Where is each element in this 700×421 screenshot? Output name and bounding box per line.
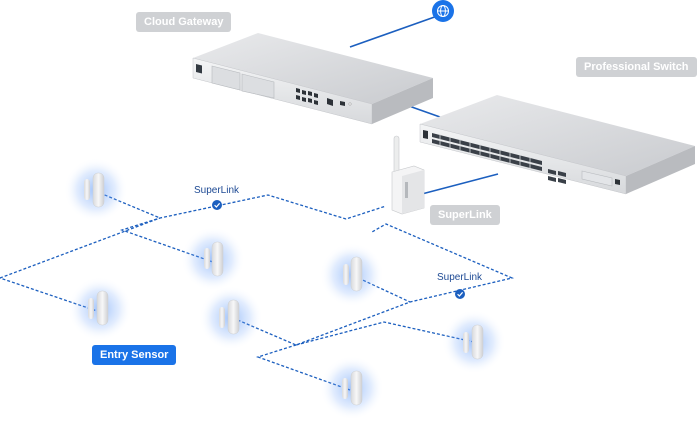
professional-switch-label: Professional Switch: [576, 57, 697, 77]
check-badge-icon: [455, 289, 465, 299]
superlink-device: [391, 135, 425, 215]
cloud-gateway-device: [192, 33, 433, 125]
superlink-link-label-left: SuperLink: [194, 185, 240, 196]
entry-sensor-device: [64, 158, 128, 222]
entry-sensor-device: [442, 310, 506, 374]
entry-sensors: [64, 158, 506, 420]
professional-switch-device: [419, 95, 695, 195]
internet-uplink-line: [349, 13, 444, 48]
entry-sensor-device: [320, 356, 384, 420]
entry-sensor-label: Entry Sensor: [92, 345, 177, 365]
entry-sensor-device: [320, 243, 384, 307]
entry-sensor-device: [199, 286, 263, 350]
switch-superlink-line: [417, 173, 499, 196]
check-badge-icon: [212, 200, 222, 210]
globe-icon: [432, 0, 454, 22]
wireless-path-main-left: [0, 194, 387, 279]
wireless-path-sensor7: [255, 344, 351, 391]
cloud-gateway-label: Cloud Gateway: [136, 12, 232, 32]
entry-sensor-device: [181, 227, 245, 291]
entry-sensor-device: [68, 277, 132, 341]
superlink-device-label: SuperLink: [430, 205, 500, 225]
superlink-link-label-right: SuperLink: [437, 272, 483, 283]
